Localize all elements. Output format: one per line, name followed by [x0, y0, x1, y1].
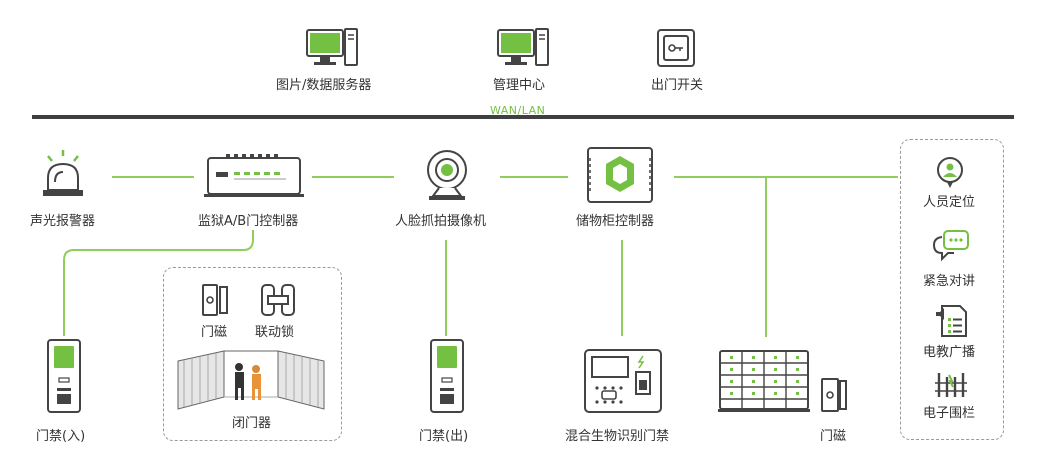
controller-label: 监狱A/B门控制器 [198, 214, 299, 229]
side-item-label-location: 人员定位 [923, 195, 976, 210]
interlock-doors-illustration [177, 350, 325, 410]
side-item-label-broadcast: 电教广播 [923, 345, 976, 360]
exit-switch-label: 出门开关 [651, 78, 704, 93]
connector-locker-bio [621, 240, 623, 336]
side-item-label-intercom: 紧急对讲 [923, 274, 976, 289]
connector-alarm-controller [112, 176, 194, 178]
network-bus-line [32, 115, 1014, 119]
broadcast-icon [936, 305, 967, 337]
auxiliary-systems-panel [900, 139, 1004, 440]
alarm-label: 声光报警器 [30, 214, 96, 229]
camera-label: 人脸抓拍摄像机 [395, 214, 487, 229]
cabinet-magnet-label: 门磁 [820, 429, 847, 444]
biometric-terminal-icon [584, 349, 662, 413]
network-label: WAN/LAN [490, 104, 546, 117]
intercom-chat-icon [932, 230, 969, 262]
connector-controller-doorin [63, 230, 254, 336]
server-computer-icon [306, 28, 358, 66]
connector-camera-locker [500, 176, 568, 178]
server-label: 图片/数据服务器 [276, 78, 372, 93]
access-terminal-in-icon [47, 339, 81, 413]
alarm-light-icon [43, 150, 83, 196]
door-magnet-icon [202, 284, 228, 316]
linked-lock-icon [261, 284, 295, 316]
exit-switch-icon [657, 29, 695, 67]
cabinet-door-magnet-icon [821, 378, 847, 412]
center-label: 管理中心 [493, 78, 546, 93]
ab-door-controller-icon [204, 154, 304, 197]
electric-fence-icon [935, 373, 967, 397]
linked-lock-label: 联动锁 [255, 325, 295, 340]
access-terminal-out-icon [430, 339, 464, 413]
management-center-computer-icon [497, 28, 549, 66]
connector-cabinet-drop [765, 177, 767, 337]
connector-controller-camera [312, 176, 394, 178]
bio-label: 混合生物识别门禁 [565, 429, 670, 444]
magnet-label: 门磁 [201, 325, 228, 340]
locker-cabinet-icon [718, 350, 810, 412]
side-item-label-fence: 电子围栏 [923, 406, 976, 421]
door-out-label: 门禁(出) [419, 429, 469, 444]
interlock-group-panel [163, 267, 342, 441]
locker-controller-icon [587, 147, 653, 203]
connector-camera-doorout [445, 240, 447, 336]
door-in-label: 门禁(入) [36, 429, 86, 444]
interlock-label: 闭门器 [232, 416, 272, 431]
connector-locker-side [674, 176, 898, 178]
locker-controller-label: 储物柜控制器 [576, 214, 655, 229]
person-location-icon [937, 157, 963, 188]
face-camera-icon [427, 150, 467, 200]
